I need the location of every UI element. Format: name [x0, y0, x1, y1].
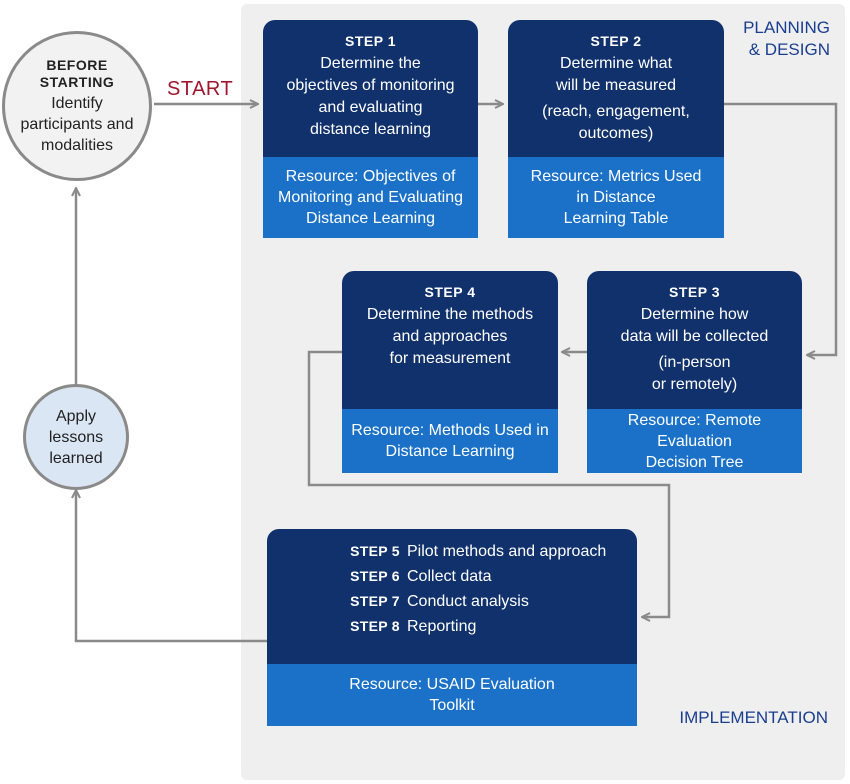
step2-detail: (reach, engagement, outcomes)	[542, 103, 690, 142]
implementation-steps-list: STEP 5 Pilot methods and approach STEP 6…	[343, 543, 606, 643]
arrow-step2-to-step3	[724, 102, 838, 355]
step3-header: STEP 3	[669, 284, 720, 300]
step4-description: Determine the methods and approaches for…	[366, 306, 534, 367]
step4-card: STEP 4 Determine the methods and approac…	[342, 271, 558, 473]
before-starting-text: Identify	[51, 94, 103, 112]
step4-resource: Resource: Methods Used in Distance Learn…	[342, 409, 558, 473]
step2-description: Determine what will be measured	[555, 55, 677, 94]
implementation-label: IMPLEMENTATION	[679, 708, 828, 727]
start-label: START	[167, 78, 234, 100]
step1-card: STEP 1 Determine the objectives of monit…	[263, 20, 478, 238]
before-starting-circle: BEFORE STARTING Identify participants an…	[2, 31, 152, 181]
arrow-impl-to-lessons	[76, 490, 267, 643]
apply-lessons-circle: Apply lessons learned	[23, 384, 129, 490]
step4-header: STEP 4	[424, 284, 476, 300]
step1-resource: Resource: Objectives of Monitoring and E…	[263, 157, 478, 238]
implementation-step: STEP 6 Collect data	[350, 568, 492, 585]
implementation-resource: Resource: USAID Evaluation Toolkit	[267, 664, 637, 726]
implementation-step: STEP 8 Reporting	[350, 618, 477, 635]
step3-card: STEP 3 Determine how data will be collec…	[587, 271, 802, 473]
planning-design-label: PLANNING & DESIGN	[743, 18, 830, 59]
step3-resource: Resource: Remote Evaluation Decision Tre…	[587, 409, 802, 473]
step3-description: Determine how data will be collected	[620, 306, 769, 345]
arrow-step4-to-impl	[307, 350, 671, 617]
implementation-step: STEP 5 Pilot methods and approach	[350, 543, 607, 560]
before-starting-title: BEFORE	[46, 56, 108, 73]
step1-header: STEP 1	[345, 33, 396, 49]
step1-description: Determine the objectives of monitoring a…	[286, 55, 455, 138]
step2-header: STEP 2	[590, 33, 642, 49]
step2-resource: Resource: Metrics Used in Distance Learn…	[508, 157, 724, 238]
step3-detail: (in-person or remotely)	[651, 354, 738, 393]
implementation-card: STEP 5 Pilot methods and approach STEP 6…	[267, 529, 637, 726]
step2-card: STEP 2 Determine what will be measured (…	[508, 20, 724, 238]
implementation-step: STEP 7 Conduct analysis	[350, 593, 529, 610]
